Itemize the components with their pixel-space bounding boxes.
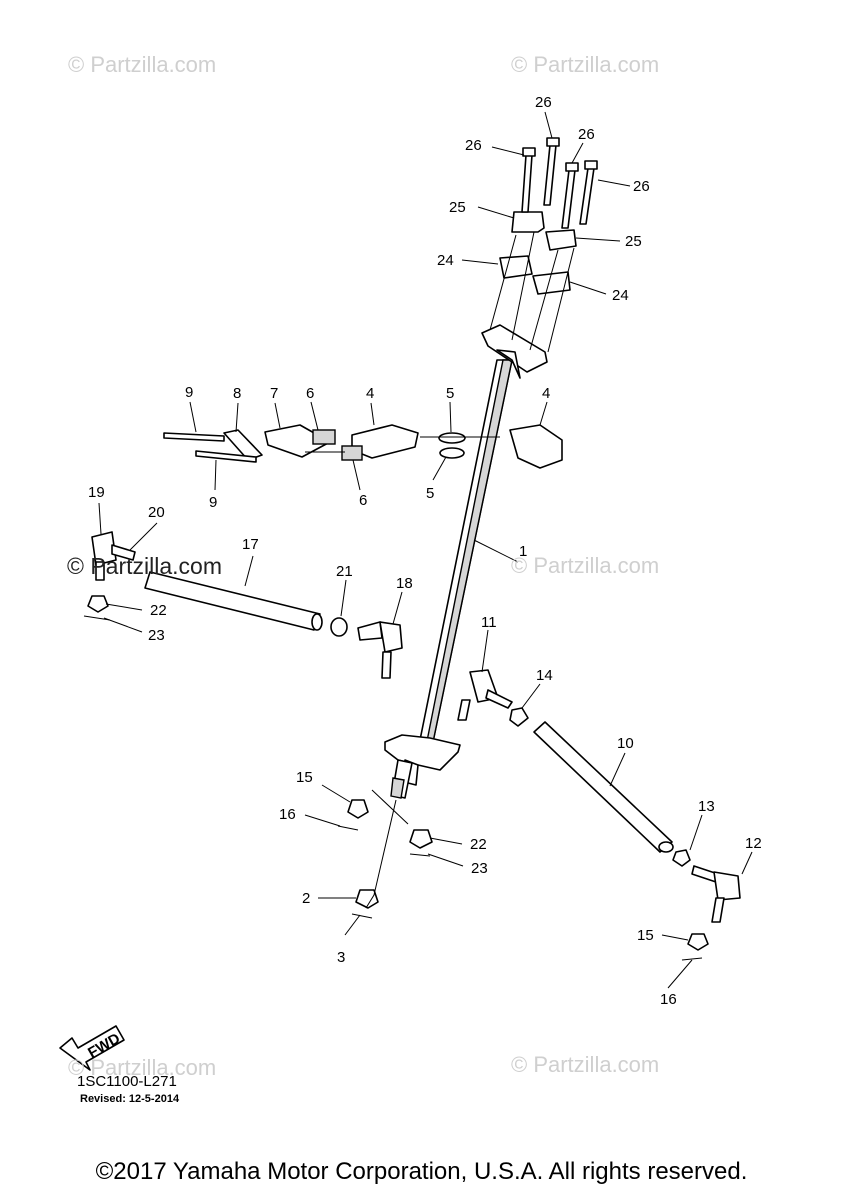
callout-label: 26 bbox=[535, 94, 552, 111]
callout-label: 6 bbox=[359, 492, 367, 509]
callout-label: 5 bbox=[446, 385, 454, 402]
watermark: © Partzilla.com bbox=[511, 52, 660, 77]
callout-label: 14 bbox=[536, 667, 553, 684]
callout-label: 24 bbox=[612, 287, 629, 304]
lower-fasteners bbox=[337, 789, 433, 919]
watermark: © Partzilla.com bbox=[511, 1052, 660, 1077]
diagram-code: 1SC1100-L271 bbox=[77, 1073, 177, 1090]
callout-label: 23 bbox=[471, 860, 488, 877]
callout-label: 8 bbox=[233, 385, 241, 402]
callout-label: 24 bbox=[437, 252, 454, 269]
callout-label: 25 bbox=[449, 199, 466, 216]
watermark: © Partzilla.com bbox=[67, 553, 222, 579]
watermark: © Partzilla.com bbox=[68, 1055, 217, 1080]
callout-label: 21 bbox=[336, 563, 353, 580]
steering-column-shaft bbox=[384, 324, 548, 799]
callout-label: 12 bbox=[745, 835, 762, 852]
callout-label: 5 bbox=[426, 485, 434, 502]
callout-label: 13 bbox=[698, 798, 715, 815]
column-bushings-and-plates bbox=[163, 424, 563, 469]
revision-date: Revised: 12-5-2014 bbox=[80, 1093, 180, 1105]
callout-label: 15 bbox=[637, 927, 654, 944]
callout-label: 22 bbox=[150, 602, 167, 619]
callout-label: 9 bbox=[185, 384, 193, 401]
callout-label: 26 bbox=[465, 137, 482, 154]
callout-label: 16 bbox=[660, 991, 677, 1008]
callout-label: 18 bbox=[396, 575, 413, 592]
callout-label: 10 bbox=[617, 735, 634, 752]
right-tie-rod-assembly bbox=[457, 669, 741, 961]
callout-leader-lines bbox=[98, 111, 753, 989]
callout-label: 4 bbox=[542, 385, 550, 402]
watermark: © Partzilla.com bbox=[511, 553, 660, 578]
callout-label: 3 bbox=[337, 949, 345, 966]
callout-label: 17 bbox=[242, 536, 259, 553]
callout-label: 1 bbox=[519, 543, 527, 560]
callout-label: 19 bbox=[88, 484, 105, 501]
callout-label: 11 bbox=[481, 614, 497, 631]
callout-label: 26 bbox=[633, 178, 650, 195]
callout-label: 6 bbox=[306, 385, 314, 402]
holder-bolts bbox=[521, 137, 598, 229]
callout-label: 9 bbox=[209, 494, 217, 511]
left-tie-rod-assembly bbox=[83, 531, 403, 679]
callout-label: 4 bbox=[366, 385, 374, 402]
callout-label: 2 bbox=[302, 890, 310, 907]
watermark: © Partzilla.com bbox=[68, 52, 217, 77]
callout-numbers: 1 2 3 4 4 5 5 6 6 7 8 9 9 10 11 12 13 14… bbox=[88, 94, 762, 1008]
callout-label: 15 bbox=[296, 769, 313, 786]
callout-label: 26 bbox=[578, 126, 595, 143]
callout-label: 22 bbox=[470, 836, 487, 853]
copyright-notice: ©2017 Yamaha Motor Corporation, U.S.A. A… bbox=[95, 1158, 748, 1185]
callout-label: 23 bbox=[148, 627, 165, 644]
handlebar-holders bbox=[489, 211, 577, 353]
callout-label: 20 bbox=[148, 504, 165, 521]
callout-label: 16 bbox=[279, 806, 296, 823]
callout-label: 7 bbox=[270, 385, 278, 402]
callout-label: 25 bbox=[625, 233, 642, 250]
